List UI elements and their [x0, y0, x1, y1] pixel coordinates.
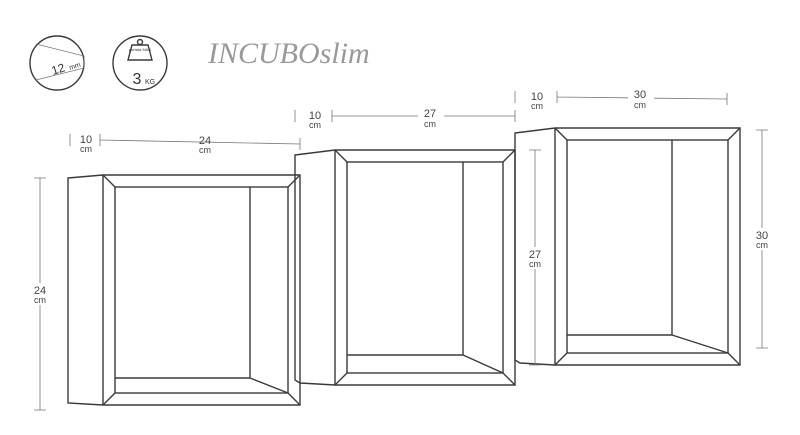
- width-label: 27: [424, 108, 436, 120]
- unit-label: cm: [756, 240, 768, 250]
- thickness-unit: mm: [68, 62, 81, 72]
- dimensions-medium: 10 cm 27 cm 27 cm: [294, 108, 545, 366]
- unit-label: cm: [634, 100, 646, 110]
- box-large: [514, 127, 741, 366]
- shelf-thickness-icon: 12 mm: [29, 35, 85, 91]
- dimensions-small: 10 cm 24 cm 24 cm: [30, 134, 301, 411]
- width-label: 30: [634, 89, 646, 101]
- box-medium: [294, 149, 516, 386]
- thickness-value: 12: [50, 60, 67, 78]
- max-load-value: 3: [133, 71, 142, 88]
- weight-icon: portata MAX 3 KG: [112, 35, 168, 91]
- depth-label: 10: [531, 91, 543, 103]
- height-label: 24: [34, 285, 46, 297]
- unit-label: cm: [309, 120, 321, 130]
- unit-label: cm: [531, 101, 543, 111]
- product-title: INCUBOslim: [207, 37, 370, 70]
- unit-label: cm: [80, 144, 92, 154]
- width-label: 24: [199, 135, 211, 147]
- box-small: [67, 174, 301, 406]
- height-label: 27: [529, 249, 541, 261]
- max-load-label: portata MAX: [129, 47, 152, 52]
- depth-label: 10: [309, 110, 321, 122]
- unit-label: cm: [34, 295, 46, 305]
- max-load-unit: KG: [145, 79, 155, 86]
- depth-label: 10: [80, 134, 92, 146]
- unit-label: cm: [199, 145, 211, 155]
- unit-label: cm: [424, 119, 436, 129]
- dimensions-large: 10 cm 30 cm 30 cm: [514, 89, 772, 349]
- unit-label: cm: [529, 259, 541, 269]
- height-label: 30: [756, 230, 768, 242]
